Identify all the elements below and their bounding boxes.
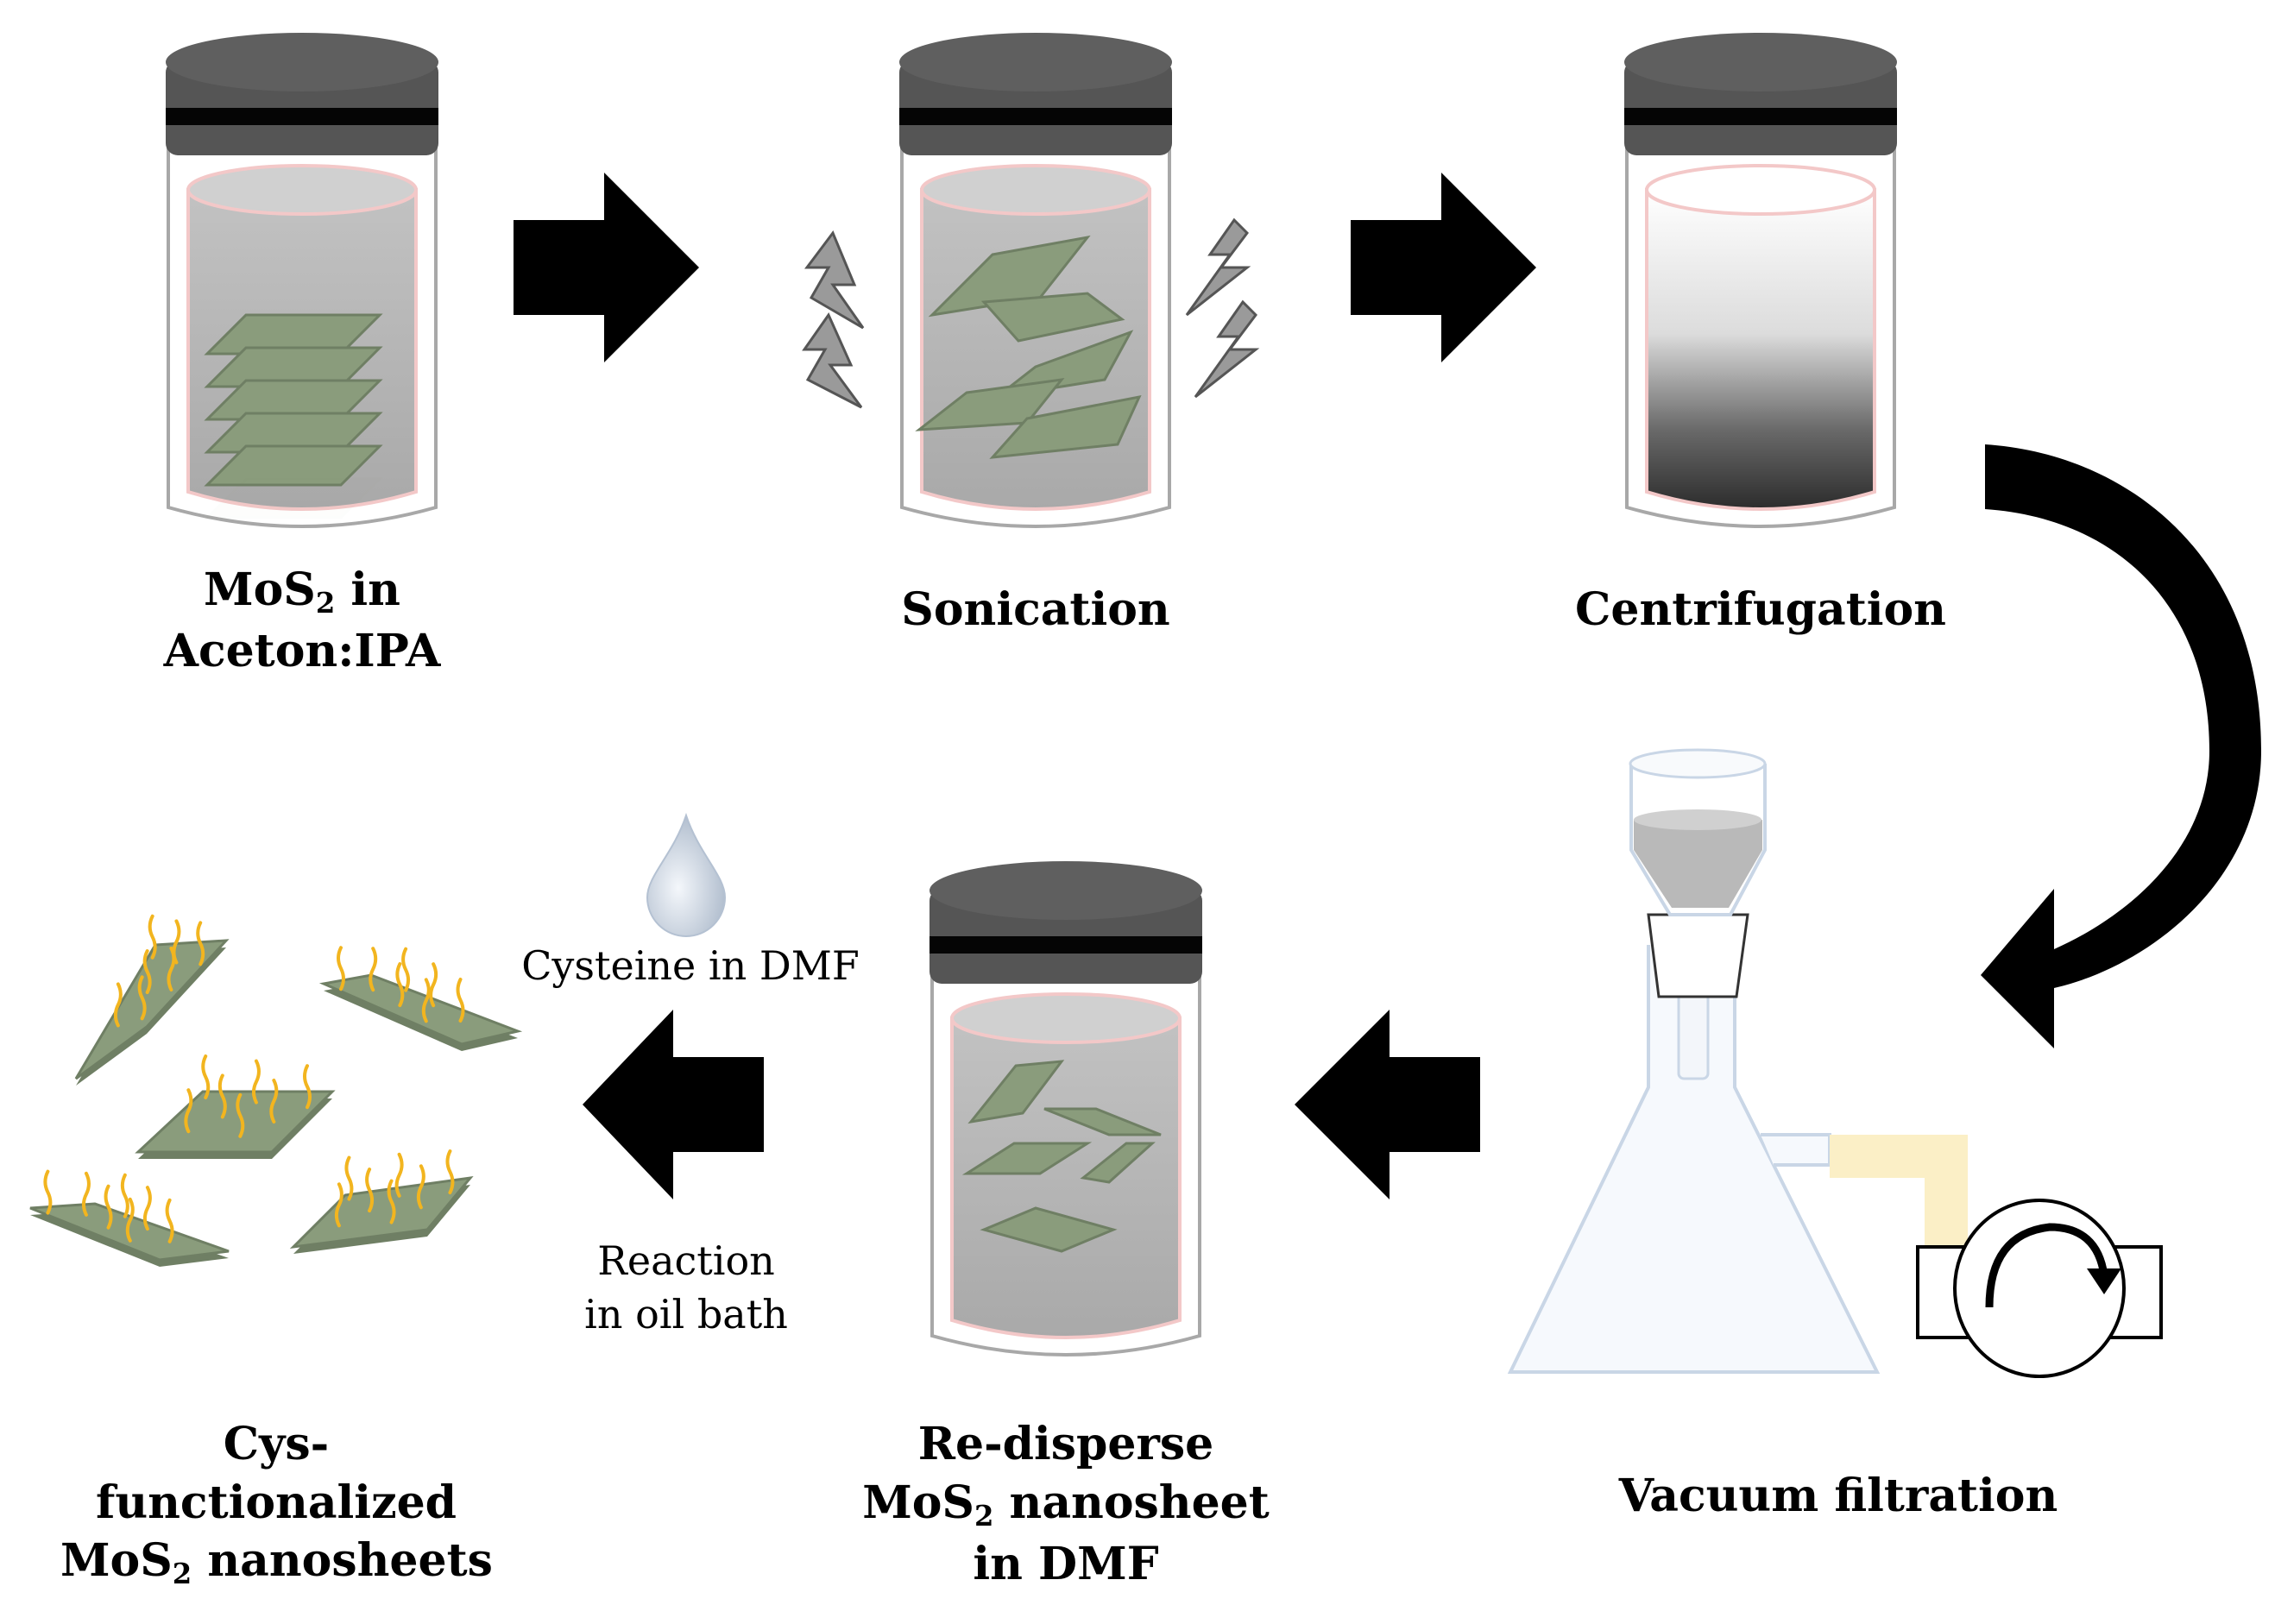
cysteine-strand <box>421 978 431 1023</box>
arrow-left-2 <box>583 1010 764 1199</box>
cysteine-strand <box>334 1182 343 1228</box>
arrow-left-1 <box>1295 1010 1480 1199</box>
jar-centrifugation <box>1624 33 1897 528</box>
cysteine-strand <box>81 1171 91 1217</box>
cysteine-strand <box>344 1155 354 1201</box>
cysteine-strand <box>113 982 123 1028</box>
cysteine-strand <box>142 949 152 995</box>
cysteine-strand <box>201 1054 211 1099</box>
label-reaction-oil-bath: Reaction in oil bath <box>584 1237 788 1338</box>
curved-arrow-down <box>1981 444 2261 1048</box>
label-redisperse: Re-disperse MoS2 nanosheet in DMF <box>862 1418 1270 1590</box>
cysteine-strand <box>416 1164 425 1210</box>
nanosheet <box>289 1175 474 1249</box>
cysteine-strand <box>125 1197 135 1243</box>
cysteine-strand <box>196 921 205 966</box>
cysteine-strand <box>167 946 176 991</box>
nanosheet <box>74 939 230 1080</box>
cysteine-strand <box>217 1073 227 1119</box>
sonication-bolt-icon <box>802 217 1260 409</box>
cysteine-strand <box>43 1169 53 1215</box>
cysteine-strand <box>137 975 147 1021</box>
jar-sonication <box>899 33 1172 528</box>
cysteine-strand <box>369 947 378 992</box>
stacked-nanosheets <box>204 313 383 487</box>
label-centrifugation: Centrifugation <box>1575 583 1946 636</box>
nanosheet <box>318 973 523 1046</box>
cysteine-strand <box>184 1088 193 1134</box>
label-cysteine-in-dmf: Cysteine in DMF <box>521 942 860 989</box>
cysteine-strand <box>142 1186 152 1231</box>
dispersing-nanosheets <box>915 235 1142 459</box>
filter-flask <box>1507 945 1881 1374</box>
jar-redisperse <box>930 861 1202 1356</box>
cysteine-strand <box>165 1198 174 1243</box>
label-vacuum-filtration: Vacuum filtration <box>1618 1470 2058 1522</box>
vacuum-filtration-apparatus <box>1507 748 2163 1378</box>
cysteine-strand <box>337 946 345 991</box>
rubber-stopper <box>1647 913 1749 998</box>
arrow-right-1 <box>514 173 699 362</box>
cysteine-strand <box>395 962 405 1008</box>
nanosheet <box>135 1090 336 1154</box>
cysteine-strand <box>302 1064 312 1110</box>
cysteine-strand <box>387 1179 396 1224</box>
vacuum-pump-icon <box>1916 1199 2163 1378</box>
cysteine-strand <box>120 1173 129 1218</box>
label-mos2-in-solvent: MoS2 in Aceton:IPA <box>163 563 441 677</box>
label-functionalized: Cys- functionalized MoS2 nanosheets <box>60 1418 493 1591</box>
cysteine-strand <box>104 1184 113 1230</box>
cysteine-strand <box>456 977 465 1023</box>
cysteine-strand <box>401 947 411 992</box>
cysteine-strand <box>394 1152 404 1198</box>
cysteine-strand <box>148 914 157 960</box>
cysteine-strand <box>251 1059 261 1105</box>
cysteine-strand <box>236 1092 245 1138</box>
cysteine-strand <box>269 1079 279 1124</box>
nanosheet <box>29 1202 230 1262</box>
label-sonication: Sonication <box>901 583 1170 636</box>
cysteine-strand <box>365 1168 375 1213</box>
functionalized-nanosheets <box>29 914 523 1267</box>
droplet-icon <box>646 812 727 937</box>
vacuum-tubing <box>1830 1135 1968 1247</box>
cysteine-strand <box>429 962 438 1008</box>
cysteine-strand <box>445 1149 455 1195</box>
jar-mos2-in-solvent <box>166 33 438 528</box>
arrow-right-2 <box>1351 173 1536 362</box>
dispersed-nanosheets <box>961 1060 1162 1253</box>
